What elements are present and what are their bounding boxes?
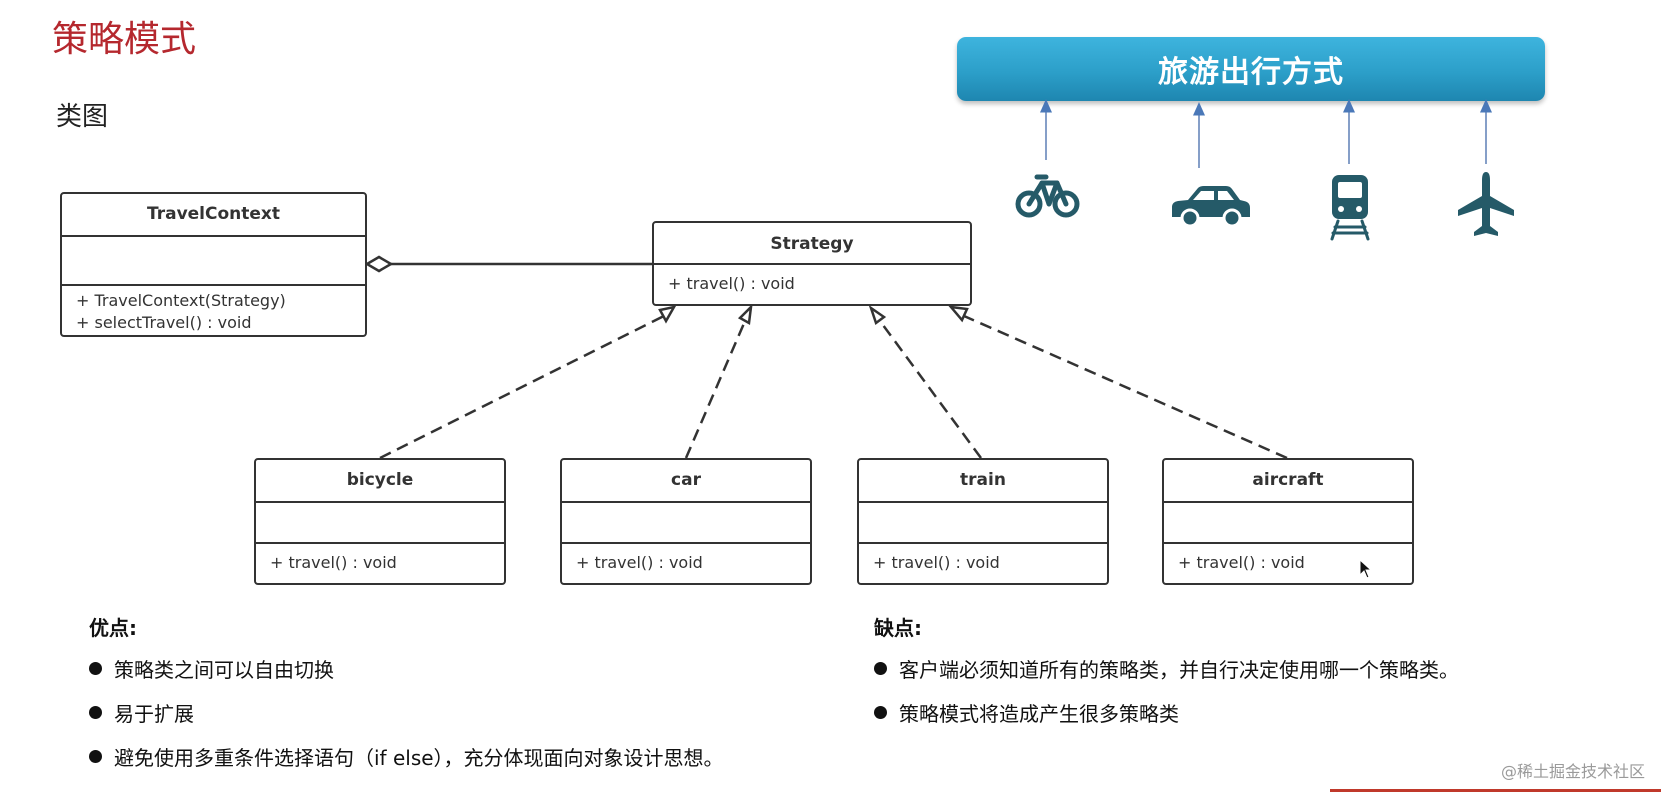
bullet-icon (874, 662, 887, 675)
realization-line-aircraft (963, 314, 1288, 460)
aircraft-class: aircraft + travel() : void (1162, 458, 1414, 585)
operation: + travel() : void (576, 553, 703, 572)
cons-item-text: 策略模式将造成产生很多策略类 (899, 702, 1179, 726)
realization-arrowhead-car (737, 303, 753, 325)
mouse-cursor-icon (1359, 559, 1373, 579)
realization-line-train (878, 320, 983, 459)
section-subtitle: 类图 (56, 102, 109, 132)
operation: + selectTravel() : void (76, 313, 252, 332)
strategy-interface: Strategy + travel() : void (652, 221, 972, 306)
operation: + TravelContext(Strategy) (76, 291, 286, 310)
class-attributes (859, 503, 1107, 544)
cons-title: 缺点: (874, 616, 922, 640)
class-name: car (562, 460, 810, 503)
pros-item-text: 策略类之间可以自由切换 (114, 658, 334, 682)
operation: + travel() : void (873, 553, 1000, 572)
pros-item-text: 避免使用多重条件选择语句（if else），充分体现面向对象设计思想。 (114, 746, 724, 770)
class-name: bicycle (256, 460, 504, 503)
bottom-accent-bar (1330, 789, 1661, 792)
pros-item: 策略类之间可以自由切换 (89, 654, 334, 683)
class-name: Strategy (654, 223, 970, 265)
pros-item: 易于扩展 (89, 698, 194, 727)
class-name: aircraft (1164, 460, 1412, 503)
bicycle-class: bicycle + travel() : void (254, 458, 506, 585)
operation: + travel() : void (1178, 553, 1305, 572)
cons-item: 策略模式将造成产生很多策略类 (874, 698, 1179, 727)
bullet-icon (874, 706, 887, 719)
car-class: car + travel() : void (560, 458, 812, 585)
class-operations: + travel() : void (859, 544, 1107, 582)
cons-item-text: 客户端必须知道所有的策略类，并自行决定使用哪一个策略类。 (899, 658, 1459, 682)
class-name: train (859, 460, 1107, 503)
realization-line-car (684, 320, 747, 459)
realization-arrowhead-aircraft (947, 305, 969, 323)
bullet-icon (89, 706, 102, 719)
class-attributes (256, 503, 504, 544)
travel-modes-banner: 旅游出行方式 (957, 37, 1545, 101)
aggregation-diamond (364, 255, 394, 273)
pros-item: 避免使用多重条件选择语句（if else），充分体现面向对象设计思想。 (89, 742, 724, 771)
class-attributes (1164, 503, 1412, 544)
class-operations: + travel() : void (1164, 544, 1412, 582)
airplane-icon (1458, 172, 1514, 236)
banner-label: 旅游出行方式 (1158, 55, 1344, 90)
page-title: 策略模式 (52, 19, 197, 60)
bullet-icon (89, 662, 102, 675)
bullet-icon (89, 750, 102, 763)
pros-item-text: 易于扩展 (114, 702, 194, 726)
operation: + travel() : void (270, 553, 397, 572)
class-operations: + TravelContext(Strategy) + selectTravel… (62, 286, 365, 334)
train-icon (1330, 175, 1370, 241)
realization-arrowhead-bicycle (658, 305, 677, 324)
travel-context-class: TravelContext + TravelContext(Strategy) … (60, 192, 367, 337)
realization-line-bicycle (379, 314, 665, 460)
class-operations: + travel() : void (256, 544, 504, 582)
car-icon (1172, 186, 1250, 227)
bicycle-icon (1015, 174, 1080, 218)
watermark: @稀土掘金技术社区 (1500, 762, 1645, 781)
class-attributes (562, 503, 810, 544)
class-operations: + travel() : void (654, 265, 970, 303)
cons-item: 客户端必须知道所有的策略类，并自行决定使用哪一个策略类。 (874, 654, 1459, 683)
train-class: train + travel() : void (857, 458, 1109, 585)
pros-title: 优点: (89, 616, 137, 640)
class-attributes (62, 237, 365, 286)
realization-arrowhead-train (868, 304, 887, 326)
class-operations: + travel() : void (562, 544, 810, 582)
class-name: TravelContext (62, 194, 365, 237)
operation: + travel() : void (668, 274, 795, 293)
